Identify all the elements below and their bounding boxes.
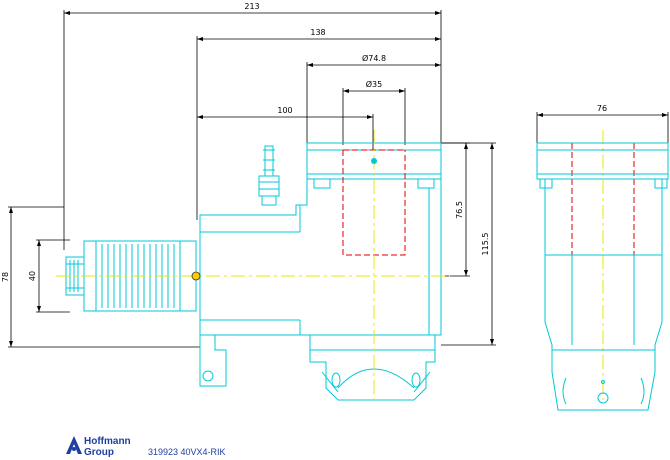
part-number: 319923 40VX4-RIK: [148, 447, 226, 457]
dim-100-label: 100: [277, 106, 292, 115]
axis-marker: [191, 271, 201, 281]
top-marker-dot: [371, 158, 377, 164]
dim-115-5-label: 115.5: [481, 233, 490, 256]
side-view: [536, 142, 669, 411]
dimension-arrows: [9, 11, 668, 347]
hoffmann-logo-icon: [66, 436, 82, 454]
dimension-lines: [8, 10, 669, 348]
front-view: [65, 142, 442, 401]
dim-76-side-label: 76: [597, 104, 607, 113]
dim-74-8-label: Ø74.8: [362, 53, 386, 63]
dim-76-5-label: 76.5: [455, 201, 464, 219]
centerlines: [56, 130, 604, 400]
dim-78-label: 78: [1, 272, 10, 282]
dim-213-label: 213: [244, 2, 259, 11]
logo-line1: Hoffmann: [84, 436, 131, 447]
dim-40-label: 40: [28, 271, 37, 281]
logo-line2: Group: [84, 447, 114, 458]
dim-35-label: Ø35: [366, 79, 382, 89]
dim-138-label: 138: [310, 28, 325, 37]
